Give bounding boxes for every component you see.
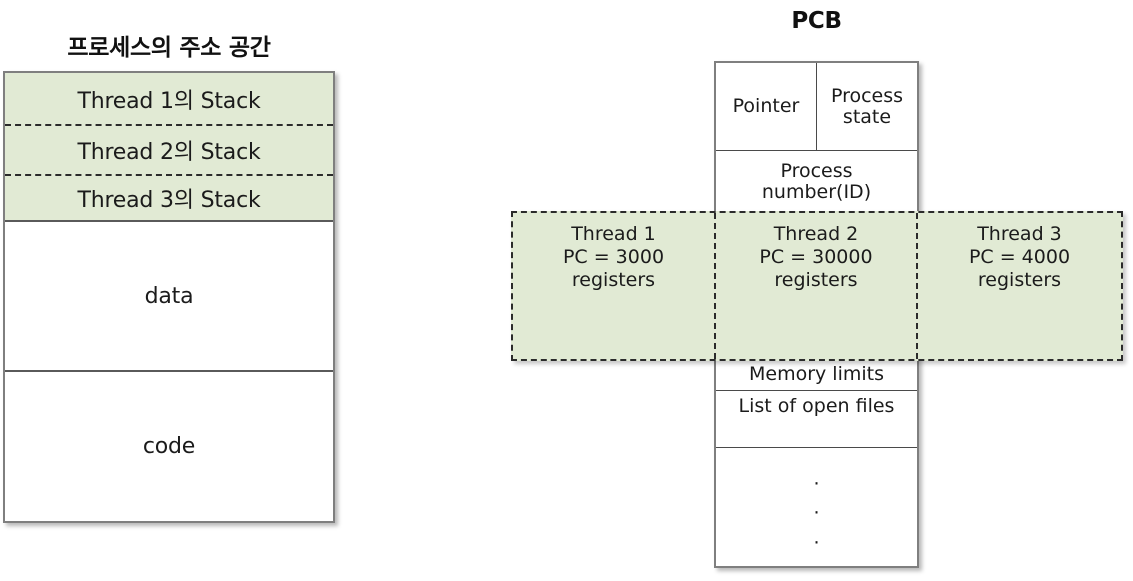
pcb-row-pointer-state: Pointer Process state — [716, 63, 917, 151]
pcb-cell-pointer: Pointer — [716, 63, 817, 150]
address-space-box: Thread 1의 Stack Thread 2의 Stack Thread 3… — [3, 71, 335, 523]
thread-cell-3: Thread 3 PC = 4000 registers — [918, 213, 1121, 359]
address-row-label: Thread 1의 Stack — [77, 88, 261, 114]
address-row-thread2-stack: Thread 2의 Stack — [5, 126, 333, 176]
pcb-row-process-number: Process number(ID) — [716, 151, 917, 213]
address-row-code: code — [5, 372, 333, 521]
thread-name: Thread 3 — [977, 223, 1062, 245]
pcb-cell-label: Process state — [831, 86, 903, 127]
pcb-cell-label-line1: Process — [830, 84, 904, 107]
address-row-data: data — [5, 222, 333, 372]
pcb-cell-label: Pointer — [732, 95, 800, 118]
thread-cell-2: Thread 2 PC = 30000 registers — [716, 213, 918, 359]
address-row-thread1-stack: Thread 1의 Stack — [5, 73, 333, 126]
pcb-cell-process-state: Process state — [817, 63, 917, 150]
thread-registers: registers — [571, 268, 656, 291]
address-row-label: Thread 3의 Stack — [77, 188, 261, 213]
pcb-cell-label: Process number(ID) — [762, 161, 871, 202]
thread-name: Thread 2 — [773, 223, 859, 245]
ellipsis-dot: · — [813, 531, 820, 554]
thread-registers: registers — [774, 268, 858, 291]
pcb-cell-label-line2: number(ID) — [761, 181, 872, 203]
address-row-label: code — [142, 434, 196, 459]
pcb-cell-label-line1: Process — [780, 160, 853, 183]
pcb-row-memory-limits: Memory limits — [716, 359, 917, 391]
pcb-cell-label-line2: state — [842, 105, 892, 128]
pcb-cell-label: List of open files — [738, 395, 895, 417]
thread-pc: PC = 3000 — [562, 245, 665, 268]
pcb-ellipsis-dots: · · · — [716, 470, 917, 558]
thread-band: Thread 1 PC = 3000 registers Thread 2 PC… — [511, 211, 1123, 361]
ellipsis-dot: · — [813, 502, 820, 525]
thread-registers: registers — [977, 268, 1062, 291]
pcb-row-ellipsis: · · · — [716, 448, 917, 566]
address-row-label: Thread 2의 Stack — [77, 140, 261, 165]
address-space-title: 프로세스의 주소 공간 — [67, 35, 271, 61]
thread-cell-1: Thread 1 PC = 3000 registers — [513, 213, 716, 359]
thread-pc: PC = 30000 — [759, 245, 873, 268]
address-row-label: data — [144, 283, 194, 309]
pcb-title: PCB — [791, 8, 842, 34]
address-row-thread3-stack: Thread 3의 Stack — [5, 176, 333, 222]
ellipsis-dot: · — [813, 473, 820, 495]
pcb-row-open-files: List of open files — [716, 391, 917, 448]
thread-name: Thread 1 — [571, 223, 656, 245]
pcb-cell-label: Memory limits — [748, 363, 884, 386]
thread-pc: PC = 4000 — [968, 245, 1071, 268]
